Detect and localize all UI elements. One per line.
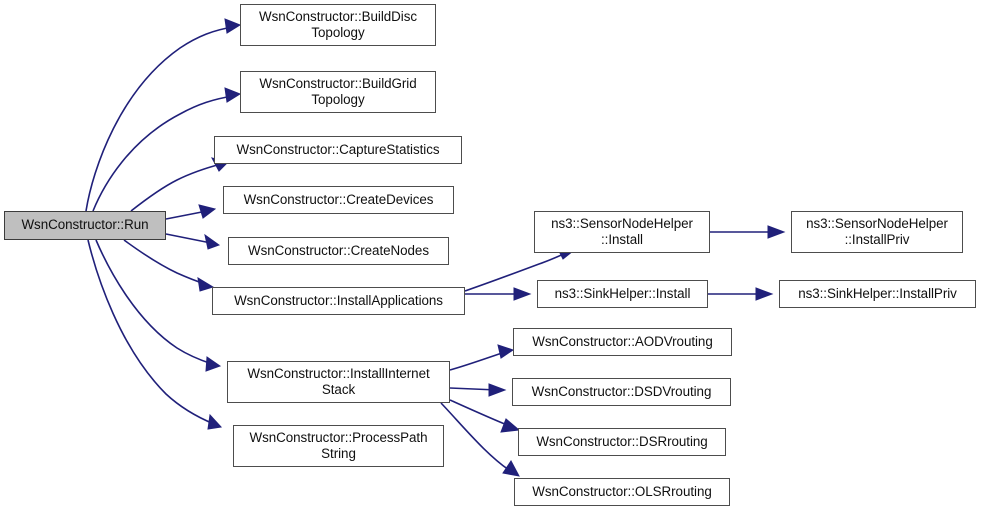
node-label-install_applications: WsnConstructor::InstallApplications bbox=[234, 292, 443, 308]
node-build_disc[interactable]: WsnConstructor::BuildDisc Topology bbox=[240, 4, 436, 46]
node-build_grid[interactable]: WsnConstructor::BuildGrid Topology bbox=[240, 71, 436, 113]
node-dsdv_routing[interactable]: WsnConstructor::DSDVrouting bbox=[512, 378, 731, 406]
edge-run-to-build_grid bbox=[92, 95, 234, 212]
node-label-sensor_node_helper_install_priv: ns3::SensorNodeHelper ::InstallPriv bbox=[806, 215, 948, 248]
node-sensor_node_helper_install_priv[interactable]: ns3::SensorNodeHelper ::InstallPriv bbox=[791, 211, 963, 253]
edge-run-to-install_applications bbox=[123, 239, 206, 285]
arrowhead-run-to-install_internet_stack bbox=[205, 356, 222, 372]
arrowhead-run-to-build_disc bbox=[224, 18, 242, 34]
node-label-dsdv_routing: WsnConstructor::DSDVrouting bbox=[531, 383, 712, 399]
node-install_applications[interactable]: WsnConstructor::InstallApplications bbox=[212, 287, 465, 315]
node-label-olsr_routing: WsnConstructor::OLSRrouting bbox=[532, 483, 712, 499]
node-label-sink_helper_install: ns3::SinkHelper::Install bbox=[554, 285, 691, 301]
edge-install_internet_stack-to-olsr_routing bbox=[440, 402, 513, 473]
node-label-install_internet_stack: WsnConstructor::InstallInternet Stack bbox=[247, 365, 430, 398]
edge-run-to-build_disc bbox=[85, 26, 234, 212]
node-sensor_node_helper_install[interactable]: ns3::SensorNodeHelper ::Install bbox=[534, 211, 710, 253]
node-process_path_string[interactable]: WsnConstructor::ProcessPath String bbox=[233, 425, 444, 467]
edges-group bbox=[85, 18, 786, 477]
node-label-run: WsnConstructor::Run bbox=[21, 217, 149, 233]
arrowhead-run-to-install_applications bbox=[197, 277, 215, 292]
arrowhead-sensor_node_helper_install-to-sensor_node_helper_install_priv bbox=[767, 225, 786, 239]
node-label-dsr_routing: WsnConstructor::DSRrouting bbox=[536, 433, 708, 449]
edge-install_internet_stack-to-aodv_routing bbox=[449, 351, 506, 371]
edge-run-to-process_path_string bbox=[87, 239, 215, 425]
node-label-create_nodes: WsnConstructor::CreateNodes bbox=[248, 242, 429, 258]
arrowhead-install_applications-to-sink_helper_install bbox=[513, 287, 532, 301]
edge-install_applications-to-sensor_node_helper_install bbox=[464, 252, 567, 292]
arrowhead-run-to-create_nodes bbox=[204, 233, 221, 250]
arrowhead-run-to-create_devices bbox=[198, 204, 217, 219]
arrowhead-install_internet_stack-to-aodv_routing bbox=[497, 344, 515, 359]
node-dsr_routing[interactable]: WsnConstructor::DSRrouting bbox=[518, 428, 726, 456]
node-label-build_grid: WsnConstructor::BuildGrid Topology bbox=[259, 75, 417, 108]
node-label-sensor_node_helper_install: ns3::SensorNodeHelper ::Install bbox=[551, 215, 693, 248]
arrowhead-install_internet_stack-to-olsr_routing bbox=[502, 460, 520, 477]
node-capture_statistics[interactable]: WsnConstructor::CaptureStatistics bbox=[214, 136, 462, 164]
arrowhead-run-to-process_path_string bbox=[207, 413, 223, 430]
node-label-sink_helper_install_priv: ns3::SinkHelper::InstallPriv bbox=[798, 285, 957, 301]
node-create_nodes[interactable]: WsnConstructor::CreateNodes bbox=[228, 237, 449, 265]
edge-run-to-capture_statistics bbox=[130, 163, 222, 212]
arrowhead-run-to-build_grid bbox=[224, 87, 242, 103]
node-install_internet_stack[interactable]: WsnConstructor::InstallInternet Stack bbox=[227, 361, 450, 403]
node-aodv_routing[interactable]: WsnConstructor::AODVrouting bbox=[513, 328, 732, 356]
node-create_devices[interactable]: WsnConstructor::CreateDevices bbox=[223, 186, 454, 214]
node-label-process_path_string: WsnConstructor::ProcessPath String bbox=[249, 429, 428, 462]
node-label-capture_statistics: WsnConstructor::CaptureStatistics bbox=[236, 141, 440, 157]
node-olsr_routing[interactable]: WsnConstructor::OLSRrouting bbox=[514, 478, 730, 506]
node-label-create_devices: WsnConstructor::CreateDevices bbox=[243, 191, 434, 207]
node-label-aodv_routing: WsnConstructor::AODVrouting bbox=[532, 333, 713, 349]
node-sink_helper_install_priv[interactable]: ns3::SinkHelper::InstallPriv bbox=[779, 280, 976, 308]
node-sink_helper_install[interactable]: ns3::SinkHelper::Install bbox=[537, 280, 708, 308]
node-run[interactable]: WsnConstructor::Run bbox=[4, 211, 166, 240]
node-label-build_disc: WsnConstructor::BuildDisc Topology bbox=[259, 8, 417, 41]
arrowhead-install_internet_stack-to-dsdv_routing bbox=[488, 383, 507, 397]
arrowhead-install_internet_stack-to-dsr_routing bbox=[500, 418, 521, 433]
arrowhead-sink_helper_install-to-sink_helper_install_priv bbox=[755, 287, 774, 301]
edge-run-to-install_internet_stack bbox=[95, 239, 213, 365]
edge-run-to-create_nodes bbox=[165, 233, 212, 244]
edge-run-to-create_devices bbox=[165, 210, 208, 220]
